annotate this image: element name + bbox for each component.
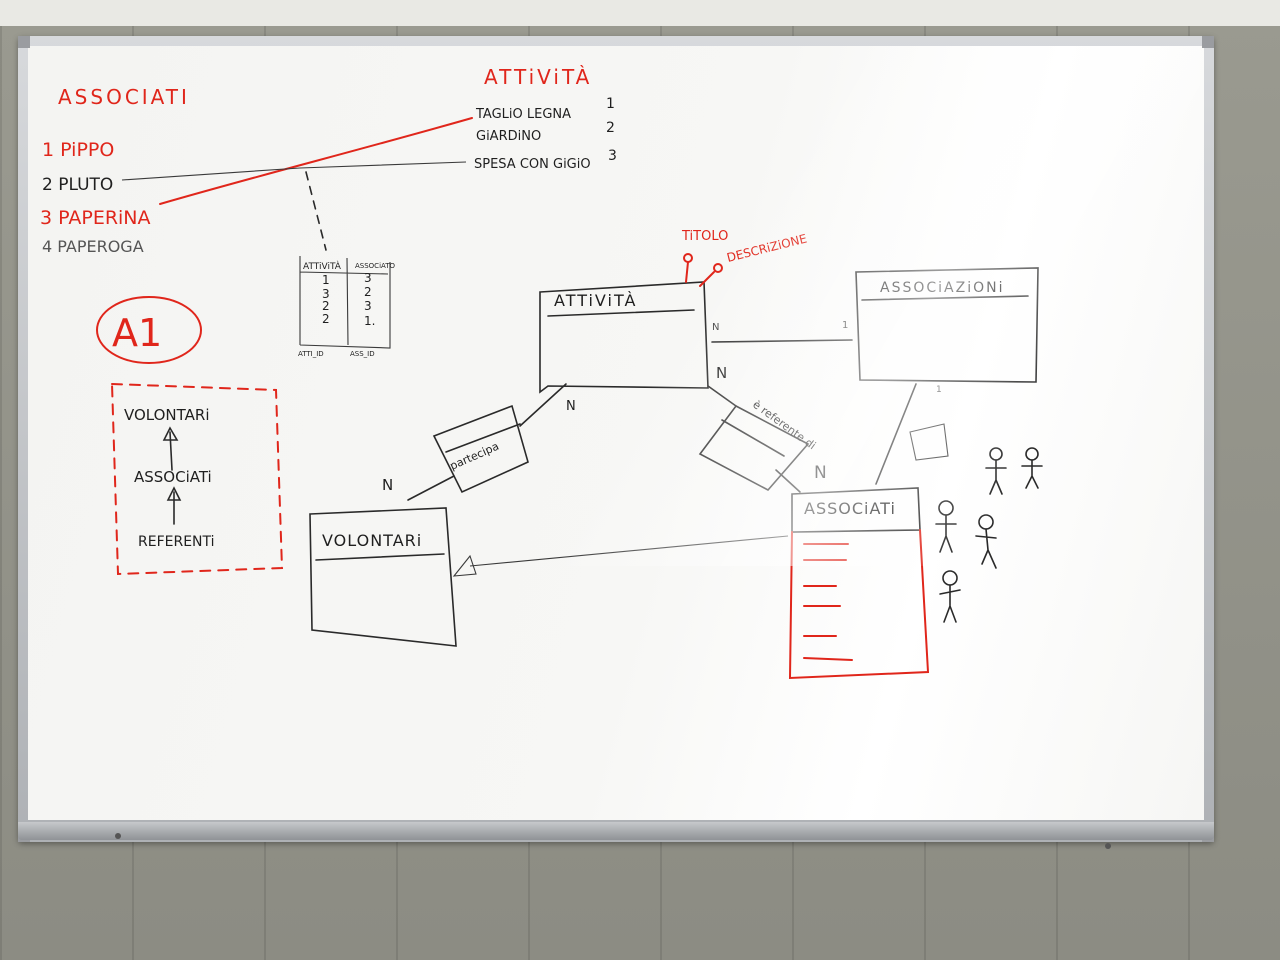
attivita-number: 1 — [606, 96, 615, 112]
entity-associati-red-body — [788, 529, 930, 680]
entity-associati-title: ASSOCiATi — [804, 499, 896, 518]
relation-line — [519, 383, 567, 427]
hierarchy-item: VOLONTARi — [124, 406, 210, 424]
entity-volontari-box — [309, 507, 457, 647]
attivita-item: GiARDiNO — [476, 129, 541, 144]
associati-list-title: ASSOCIATI — [58, 85, 190, 109]
eraser-smudge — [909, 423, 949, 461]
stick-figure — [1021, 447, 1043, 489]
attribute-descrizione: DESCRiZiONE — [725, 231, 808, 264]
inheritance-arrow — [166, 486, 182, 525]
attribute-titolo: TiTOLO — [681, 229, 728, 244]
relation-line — [407, 475, 455, 501]
link-line-red — [159, 117, 473, 205]
relationship-partecipa-box — [432, 404, 529, 494]
stick-figure — [935, 500, 957, 553]
join-table-footer: ASS_ID — [350, 350, 375, 358]
join-table-cell: 1 — [322, 273, 330, 287]
join-table-lines — [299, 256, 391, 349]
relation-line — [711, 339, 853, 343]
frame-screw — [115, 833, 121, 839]
cardinality-label: N — [814, 463, 827, 483]
entity-associati-red-lines — [803, 543, 853, 661]
attivita-item: SPESA CON GiGiO — [474, 157, 591, 172]
associati-item: 1 PiPPO — [42, 139, 114, 161]
attribute-dot — [683, 253, 693, 263]
link-line-black — [121, 161, 467, 181]
relationship-referente-label: è referente di — [750, 398, 818, 452]
relation-line — [775, 469, 801, 493]
join-table-cell: 3 — [364, 299, 372, 313]
inheritance-arrowhead — [452, 554, 477, 577]
join-table-cell: 3 — [322, 287, 330, 301]
frame-screw — [1105, 843, 1111, 849]
ceiling — [0, 0, 1280, 26]
stick-figure — [939, 570, 961, 623]
join-table-cell: 2 — [364, 285, 372, 299]
cardinality-label: N — [716, 364, 727, 382]
hierarchy-box — [110, 382, 284, 576]
attribute-stem — [699, 271, 715, 287]
associati-item: 2 PLUTO — [42, 175, 113, 195]
join-table-cell: 2 — [322, 312, 330, 326]
attribute-stem — [685, 261, 689, 283]
relationship-referente-box — [698, 404, 810, 492]
attivita-item: TAGLiO LEGNA — [475, 107, 571, 122]
associati-item: 4 PAPEROGA — [42, 237, 144, 256]
dashed-link — [305, 171, 327, 251]
frame-corner — [18, 36, 30, 48]
cardinality-label: N — [382, 476, 393, 494]
inheritance-line — [469, 535, 789, 567]
join-table-footer: ATTI_ID — [298, 350, 324, 358]
hierarchy-item: ASSOCiATi — [134, 468, 212, 486]
attivita-number: 2 — [606, 120, 615, 136]
entity-volontari-title: VOLONTARi — [322, 531, 422, 550]
attivita-list-title: ATTiViTÀ — [484, 65, 592, 89]
cardinality-label: 1 — [842, 320, 848, 331]
join-table-header: ATTiViTÀ — [303, 260, 342, 272]
attribute-dot — [713, 263, 723, 273]
stick-figure — [975, 514, 997, 569]
inheritance-arrow — [162, 426, 179, 471]
cardinality-label: 1 — [936, 385, 942, 395]
relationship-partecipa-label: partecipa — [448, 440, 501, 473]
frame-corner — [1202, 36, 1214, 48]
stick-figure — [985, 447, 1007, 495]
join-table-cell: 1. — [364, 314, 375, 328]
associati-item: 3 PAPERiNA — [40, 207, 151, 229]
cardinality-label: N — [566, 399, 576, 414]
attivita-number: 3 — [608, 148, 617, 164]
join-table-cell: 2 — [322, 299, 330, 313]
marker-tray — [18, 822, 1214, 840]
a1-label: A1 — [112, 311, 162, 355]
entity-attivita-title: ATTiViTÀ — [554, 291, 637, 310]
entity-associazioni-title: ASSOCiAZiONi — [880, 280, 1004, 296]
relation-line — [707, 385, 737, 407]
join-table-cell: 3 — [364, 271, 372, 285]
a1-oval — [96, 296, 202, 364]
cardinality-label: N — [712, 322, 719, 333]
join-table-header: ASSOCiATO — [355, 262, 396, 270]
hierarchy-item: REFERENTi — [138, 534, 215, 550]
